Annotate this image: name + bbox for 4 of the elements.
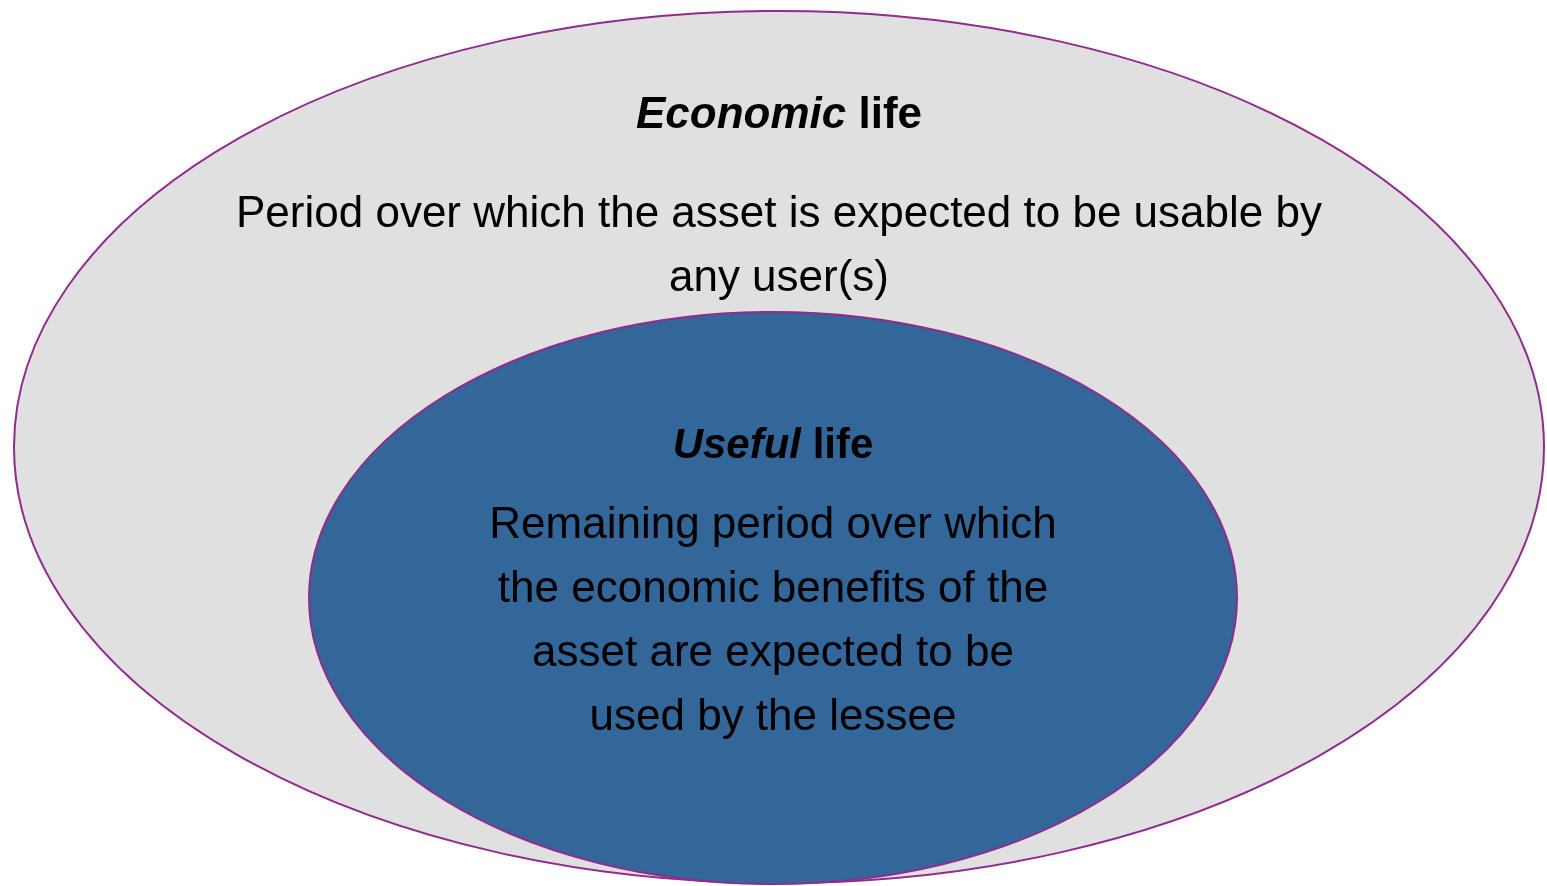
heading: Useful life xyxy=(671,419,875,469)
heading: Economic life xyxy=(634,88,924,138)
description: Remaining period over which the economic benefits of the asset are expected to be used by the lessee xyxy=(488,497,1058,741)
description: Period over which the asset is expected to be usable by any user(s) xyxy=(235,186,1323,302)
